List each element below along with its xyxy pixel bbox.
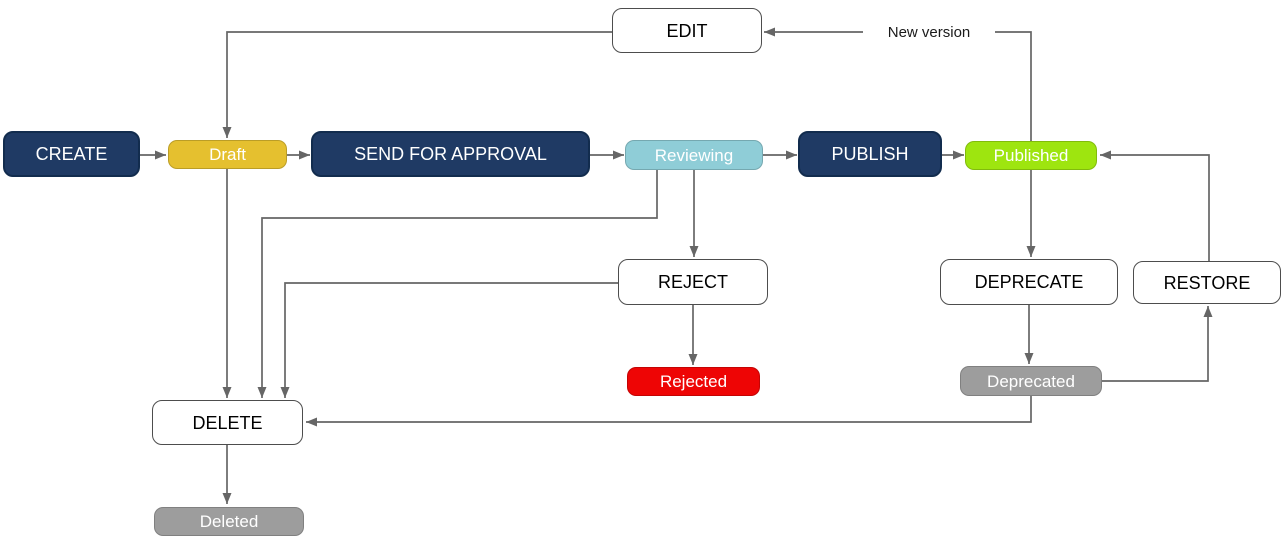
- node-reject: REJECT: [618, 259, 768, 305]
- edge-deprecated-delete: [306, 396, 1032, 427]
- edge-reviewing-delete: [257, 170, 658, 398]
- node-reviewing: Reviewing: [625, 140, 763, 170]
- edge-reject-delete: [280, 282, 618, 398]
- node-send-for-approval: SEND FOR APPROVAL: [311, 131, 590, 177]
- edge-edit-draft: [222, 31, 612, 138]
- edge-published-edit: [764, 27, 1032, 141]
- node-delete: DELETE: [152, 400, 303, 445]
- node-edit: EDIT: [612, 8, 762, 53]
- node-deleted: Deleted: [154, 507, 304, 536]
- node-rejected: Rejected: [627, 367, 760, 396]
- node-deprecated: Deprecated: [960, 366, 1102, 396]
- edge-label-new-version: New version: [863, 22, 995, 42]
- node-publish: PUBLISH: [798, 131, 942, 177]
- node-restore: RESTORE: [1133, 261, 1281, 304]
- node-create: CREATE: [3, 131, 140, 177]
- edge-restore-published: [1100, 150, 1210, 261]
- edge-deprecated-restore: [1102, 306, 1213, 382]
- node-draft: Draft: [168, 140, 287, 169]
- node-deprecate: DEPRECATE: [940, 259, 1118, 305]
- node-published: Published: [965, 141, 1097, 170]
